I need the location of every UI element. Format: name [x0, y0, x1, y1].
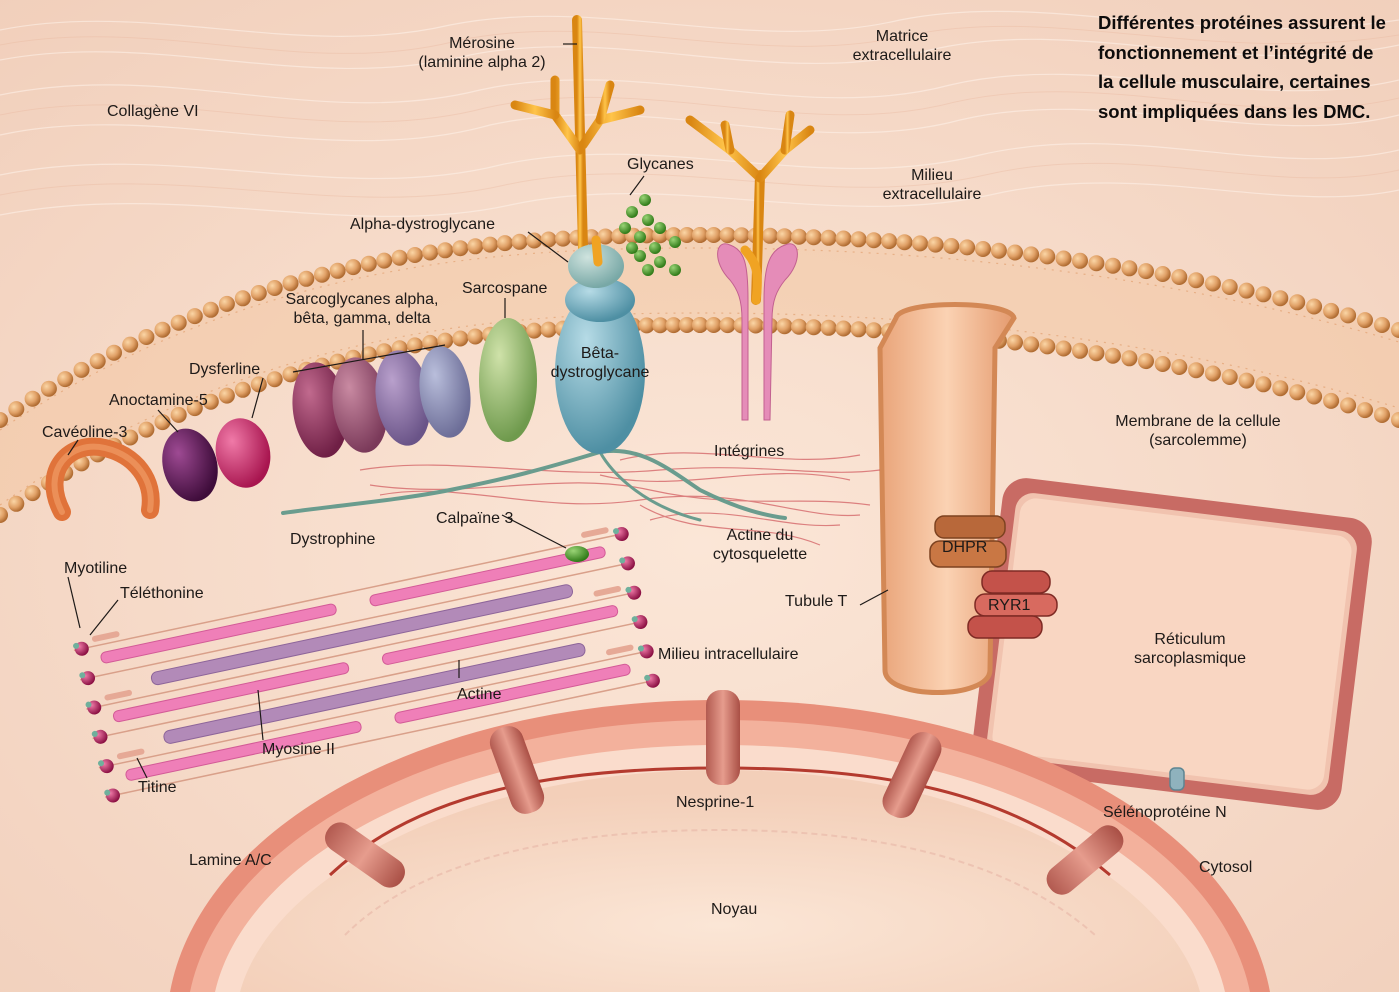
label-nesprine: Nesprine-1 [676, 793, 754, 812]
label-anoctamine: Anoctamine-5 [109, 391, 208, 410]
label-integrines: Intégrines [714, 442, 784, 461]
actine-cyto-subtitle: cytosquelette [690, 545, 830, 564]
label-membrane: Membrane de la cellule (sarcolemme) [1098, 412, 1298, 450]
sarcoglycanes-subtitle: bêta, gamma, delta [262, 309, 462, 328]
matrice-subtitle: extracellulaire [832, 46, 972, 65]
label-caveoline: Cavéoline-3 [42, 423, 127, 442]
label-actine-cytosquelette: Actine du cytosquelette [690, 526, 830, 564]
label-lamine: Lamine A/C [189, 851, 272, 870]
label-ryr1: RYR1 [988, 596, 1030, 615]
label-calpaine: Calpaïne 3 [436, 509, 513, 528]
label-myosine: Myosine II [262, 740, 335, 759]
reticulum-subtitle: sarcoplasmique [1120, 649, 1260, 668]
label-merosine: Mérosine (laminine alpha 2) [402, 34, 562, 72]
label-matrice: Matrice extracellulaire [832, 27, 972, 65]
membrane-subtitle: (sarcolemme) [1098, 431, 1298, 450]
label-sarcoglycanes: Sarcoglycanes alpha, bêta, gamma, delta [262, 290, 462, 328]
membrane-title: Membrane de la cellule [1098, 412, 1298, 431]
label-dhpr: DHPR [942, 538, 987, 557]
label-noyau: Noyau [711, 900, 757, 919]
label-titine: Titine [138, 778, 177, 797]
label-collagene: Collagène VI [107, 102, 199, 121]
beta-dg-title: Bêta- [545, 344, 655, 363]
beta-dg-subtitle: dystroglycane [545, 363, 655, 382]
label-milieu-extracellulaire: Milieu extracellulaire [862, 166, 1002, 204]
label-myotiline: Myotiline [64, 559, 127, 578]
label-dystrophine: Dystrophine [290, 530, 375, 549]
label-dysferline: Dysferline [189, 360, 260, 379]
label-alpha-dystroglycane: Alpha-dystroglycane [350, 215, 495, 234]
label-tubule-t: Tubule T [785, 592, 847, 611]
label-milieu-intracellulaire: Milieu intracellulaire [658, 645, 799, 664]
matrice-title: Matrice [832, 27, 972, 46]
merosine-subtitle: (laminine alpha 2) [402, 53, 562, 72]
label-reticulum: Réticulum sarcoplasmique [1120, 630, 1260, 668]
milieu-ext-subtitle: extracellulaire [862, 185, 1002, 204]
label-glycanes: Glycanes [627, 155, 694, 174]
label-selenoproteine: Sélénoprotéine N [1103, 803, 1227, 822]
actine-cyto-title: Actine du [690, 526, 830, 545]
label-actine: Actine [457, 685, 501, 704]
sarcoglycanes-title: Sarcoglycanes alpha, [262, 290, 462, 309]
intro-text: Différentes protéines assurent le foncti… [1098, 8, 1388, 126]
label-cytosol: Cytosol [1199, 858, 1252, 877]
merosine-title: Mérosine [402, 34, 562, 53]
label-telethonine: Téléthonine [120, 584, 204, 603]
milieu-ext-title: Milieu [862, 166, 1002, 185]
label-sarcospane: Sarcospane [462, 279, 547, 298]
reticulum-title: Réticulum [1120, 630, 1260, 649]
label-beta-dystroglycane: Bêta- dystroglycane [545, 344, 655, 382]
